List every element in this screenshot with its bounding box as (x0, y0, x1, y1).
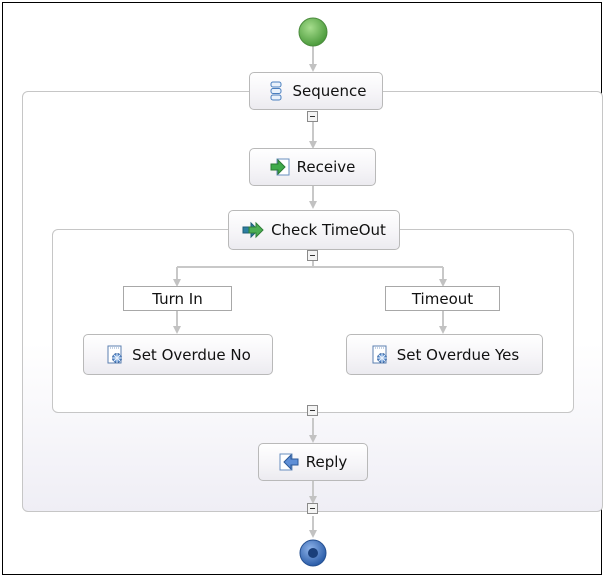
branch-timeout-text: Timeout (411, 289, 474, 308)
receive-label: Receive (296, 158, 356, 176)
assign-icon (372, 345, 387, 363)
check-timeout-bottom-toggle[interactable] (307, 405, 318, 416)
branch-label-turn-in[interactable]: Turn In (123, 286, 232, 311)
check-timeout-node[interactable]: Check TimeOut (228, 210, 400, 250)
set-overdue-yes-node[interactable]: Set Overdue Yes (346, 334, 543, 375)
reply-label: Reply (305, 453, 348, 471)
check-timeout-collapse-toggle[interactable] (307, 250, 318, 261)
reply-arrow-icon (279, 453, 299, 471)
sequence-icon (270, 81, 281, 101)
start-circle-icon (298, 17, 328, 47)
branch-turn-in-text: Turn In (152, 289, 203, 308)
reply-node[interactable]: Reply (258, 443, 368, 481)
choice-arrow-icon (242, 221, 264, 239)
set-overdue-no-label: Set Overdue No (132, 345, 251, 364)
sequence-collapse-toggle[interactable] (307, 111, 318, 122)
receive-node[interactable]: Receive (249, 148, 376, 186)
assign-icon (107, 345, 123, 363)
set-overdue-yes-label: Set Overdue Yes (396, 345, 520, 364)
sequence-label: Sequence (292, 82, 367, 100)
set-overdue-no-node[interactable]: Set Overdue No (83, 334, 273, 375)
check-timeout-label: Check TimeOut (271, 221, 386, 239)
sequence-node[interactable]: Sequence (249, 72, 383, 110)
receive-arrow-icon (270, 158, 290, 176)
sequence-bottom-toggle[interactable] (307, 503, 318, 514)
end-node[interactable] (299, 539, 327, 567)
start-node[interactable] (298, 17, 328, 47)
branch-label-timeout[interactable]: Timeout (385, 286, 500, 311)
